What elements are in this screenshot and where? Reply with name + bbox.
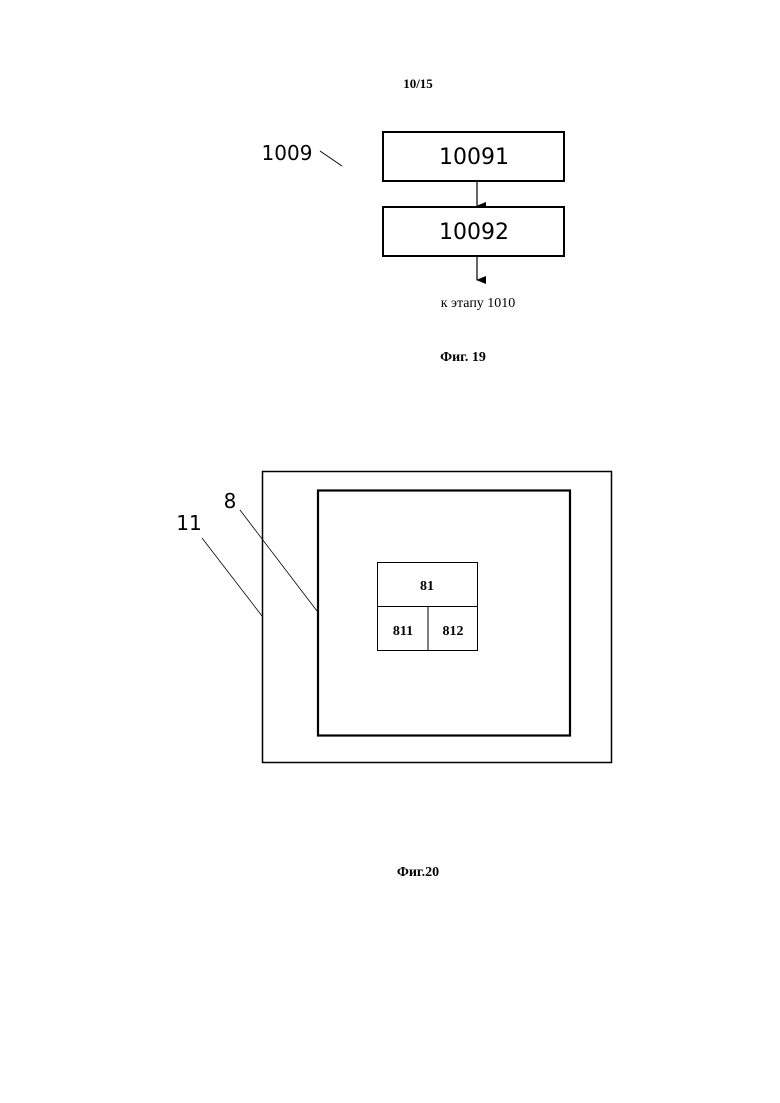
step-box-10092	[382, 206, 565, 257]
inner-rectangle-8	[316, 489, 572, 737]
block-label-811: 811	[393, 624, 413, 639]
leader-line-1009	[319, 150, 343, 167]
block-label-81: 81	[420, 579, 434, 594]
reference-label-11: 11	[176, 511, 201, 535]
leader-line-11	[201, 537, 263, 617]
figure-19: 1009 10091 10092 к этапу 1010 Фиг. 19	[262, 131, 565, 365]
block-label-812: 812	[443, 624, 464, 639]
step-label-10092: 10092	[439, 220, 509, 245]
figure-19-caption: Фиг. 19	[440, 350, 486, 365]
leader-line-8	[239, 509, 318, 612]
figure-20-caption: Фиг.20	[397, 865, 439, 880]
outer-rectangle-11	[261, 470, 613, 764]
reference-label-1009: 1009	[262, 141, 313, 165]
figure-20: 8 11 81 811 812 Фиг.20	[176, 470, 613, 880]
step-box-10091	[382, 131, 565, 182]
page-number: 10/15	[403, 76, 433, 91]
reference-label-8: 8	[224, 489, 237, 513]
step-label-10091: 10091	[439, 145, 509, 170]
next-step-text: к этапу 1010	[441, 296, 516, 311]
